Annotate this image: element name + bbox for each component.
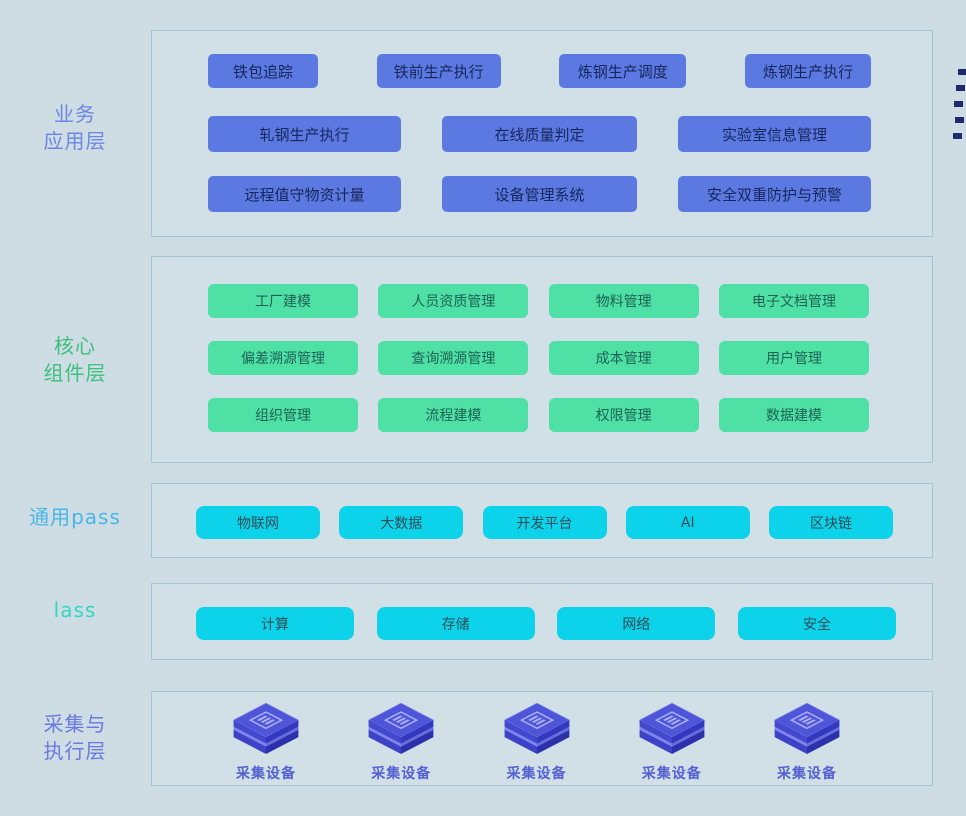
core-component-button[interactable]: 工厂建模 — [208, 284, 358, 318]
layer-label-line: 通用pass — [29, 505, 121, 529]
panel-iaas: 计算 存储 网络 安全 — [151, 583, 933, 660]
layer-label-line: 核心 — [54, 334, 96, 358]
layer-label-core-components: 核心 组件层 — [0, 333, 150, 387]
app-module-button[interactable]: 远程值守物资计量 — [208, 176, 401, 212]
device-cube-icon — [500, 701, 574, 757]
device-label: 采集设备 — [236, 766, 296, 782]
device-cube-icon — [770, 701, 844, 757]
dash-mark-icon — [955, 117, 964, 123]
core-component-button[interactable]: 物料管理 — [548, 284, 699, 318]
dash-mark-icon — [954, 101, 963, 107]
device-cube-icon — [635, 701, 709, 757]
core-component-button[interactable]: 用户管理 — [718, 341, 869, 375]
core-component-button[interactable]: 成本管理 — [548, 341, 699, 375]
core-component-button[interactable]: 偏差溯源管理 — [208, 341, 358, 375]
button-row: 计算 存储 网络 安全 — [196, 607, 896, 640]
core-component-button[interactable]: 数据建模 — [718, 398, 869, 432]
core-component-button[interactable]: 电子文档管理 — [718, 284, 869, 318]
collection-device: 采集设备 — [482, 701, 592, 783]
iaas-service-button[interactable]: 网络 — [557, 607, 716, 640]
device-row: 采集设备 采集设备 采集设备 采集设备 采集设备 — [211, 701, 862, 783]
collection-device: 采集设备 — [211, 701, 321, 783]
paas-service-button[interactable]: 物联网 — [196, 506, 320, 539]
panel-core-components: 工厂建模 人员资质管理 物料管理 电子文档管理 偏差溯源管理 查询溯源管理 成本… — [151, 256, 933, 463]
device-label: 采集设备 — [641, 766, 702, 782]
layer-label-business-application: 业务 应用层 — [0, 101, 150, 155]
device-label: 采集设备 — [506, 766, 567, 782]
device-label: 采集设备 — [371, 766, 432, 782]
button-row: 轧钢生产执行 在线质量判定 实验室信息管理 — [208, 116, 871, 152]
app-module-button[interactable]: 轧钢生产执行 — [208, 116, 401, 152]
layer-label-line: 业务 — [54, 102, 96, 126]
iaas-service-button[interactable]: 存储 — [376, 607, 535, 640]
app-module-button[interactable]: 实验室信息管理 — [678, 116, 871, 152]
iaas-service-button[interactable]: 计算 — [196, 607, 354, 640]
app-module-button[interactable]: 在线质量判定 — [442, 116, 637, 152]
core-component-button[interactable]: 流程建模 — [378, 398, 529, 432]
collection-device: 采集设备 — [617, 701, 727, 783]
button-row: 偏差溯源管理 查询溯源管理 成本管理 用户管理 — [208, 341, 869, 375]
app-module-button[interactable]: 炼钢生产调度 — [559, 54, 687, 88]
core-component-button[interactable]: 查询溯源管理 — [378, 341, 529, 375]
layer-label-line: 应用层 — [43, 129, 107, 153]
paas-service-button[interactable]: 区块链 — [769, 506, 893, 539]
collection-device: 采集设备 — [346, 701, 456, 783]
layer-label-line: 组件层 — [43, 361, 107, 385]
layer-label-line: 执行层 — [43, 739, 107, 763]
device-label: 采集设备 — [777, 766, 837, 782]
layer-label-iaas: lass — [0, 597, 150, 624]
button-row: 铁包追踪 铁前生产执行 炼钢生产调度 炼钢生产执行 — [208, 54, 871, 88]
panel-general-paas: 物联网 大数据 开发平台 AI 区块链 — [151, 483, 933, 558]
app-module-button[interactable]: 炼钢生产执行 — [744, 54, 871, 88]
app-module-button[interactable]: 铁包追踪 — [208, 54, 318, 88]
layer-label-collection-execution: 采集与 执行层 — [0, 711, 150, 765]
iaas-service-button[interactable]: 安全 — [737, 607, 896, 640]
dash-mark-icon — [958, 69, 966, 75]
layer-label-line: lass — [53, 598, 97, 622]
panel-collection-execution: 采集设备 采集设备 采集设备 采集设备 采集设备 — [151, 691, 933, 786]
app-module-button[interactable]: 设备管理系统 — [442, 176, 637, 212]
core-component-button[interactable]: 权限管理 — [548, 398, 699, 432]
app-module-button[interactable]: 安全双重防护与预警 — [678, 176, 871, 212]
app-module-button[interactable]: 铁前生产执行 — [376, 54, 501, 88]
dash-mark-icon — [956, 85, 965, 91]
device-cube-icon — [364, 701, 438, 757]
collection-device: 采集设备 — [752, 701, 862, 783]
button-row: 组织管理 流程建模 权限管理 数据建模 — [208, 398, 869, 432]
paas-service-button[interactable]: 开发平台 — [482, 506, 607, 539]
layer-label-line: 采集与 — [43, 712, 107, 736]
core-component-button[interactable]: 组织管理 — [208, 398, 358, 432]
device-cube-icon — [229, 701, 303, 757]
panel-business-application: 铁包追踪 铁前生产执行 炼钢生产调度 炼钢生产执行 轧钢生产执行 在线质量判定 … — [151, 30, 933, 237]
paas-service-button[interactable]: 大数据 — [339, 506, 464, 539]
core-component-button[interactable]: 人员资质管理 — [378, 284, 529, 318]
layer-label-general-paas: 通用pass — [0, 504, 150, 531]
button-row: 工厂建模 人员资质管理 物料管理 电子文档管理 — [208, 284, 869, 318]
button-row: 物联网 大数据 开发平台 AI 区块链 — [196, 506, 893, 539]
dash-mark-icon — [953, 133, 962, 139]
paas-service-button[interactable]: AI — [625, 506, 750, 539]
button-row: 远程值守物资计量 设备管理系统 安全双重防护与预警 — [208, 176, 871, 212]
